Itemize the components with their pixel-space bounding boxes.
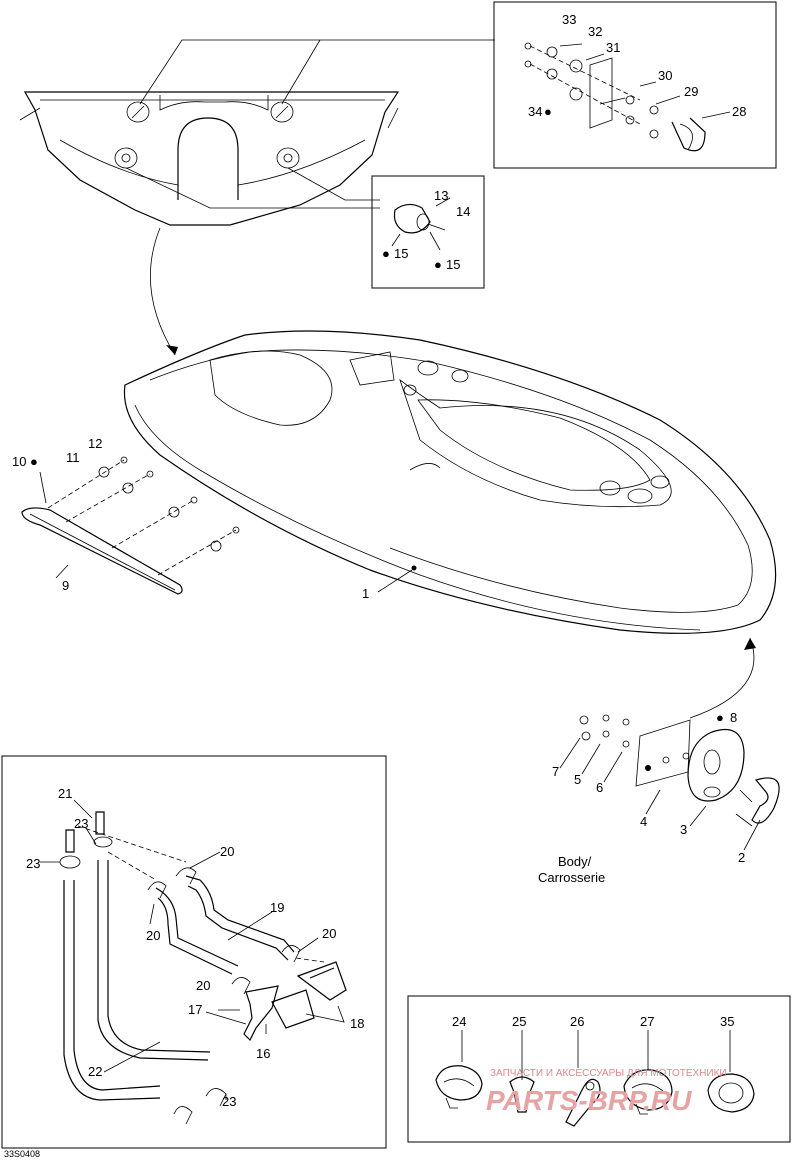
callout-24: 24 (452, 1014, 466, 1029)
callout-18: 18 (350, 1016, 364, 1031)
tow-hook-group: 8 ● 7 5 6 4 3 2 Body/ Carrosserie (538, 710, 780, 885)
callout-23c: 23 (222, 1094, 236, 1109)
callout-4: 4 (640, 814, 647, 829)
callout-30: 30 (658, 68, 672, 83)
drop-icon: ● (716, 710, 724, 725)
watermark-text: ЗАПЧАСТИ И АКСЕССУАРЫ ДЛЯ МОТОТЕХНИКИ (490, 1068, 727, 1079)
callout-27: 27 (640, 1014, 654, 1029)
callout-12: 12 (88, 436, 102, 451)
callout-34: 34 (528, 104, 542, 119)
drop-icon: ● (434, 257, 442, 272)
drop-icon: ● (30, 454, 38, 469)
callout-16: 16 (256, 1046, 270, 1061)
callout-3: 3 (680, 822, 687, 837)
callout-23b: 23 (26, 856, 40, 871)
callout-26: 26 (570, 1014, 584, 1029)
callout-2: 2 (738, 850, 745, 865)
rub-rail-group: 10 ● 11 12 9 (12, 436, 240, 595)
callout-28: 28 (732, 104, 746, 119)
watercraft-body: 1 (123, 330, 777, 719)
callout-21: 21 (58, 786, 72, 801)
detail-box-bumper-plug: 13 14 ● 15 ● 15 (371, 175, 485, 289)
callout-17: 17 (188, 1002, 202, 1017)
body-label-line2: Carrosserie (538, 870, 605, 885)
callout-35: 35 (720, 1014, 734, 1029)
callout-31: 31 (606, 40, 620, 55)
callout-10: 10 (12, 454, 26, 469)
watermark-logo: PARTS-BRP.RU (486, 1085, 692, 1116)
callout-20c: 20 (322, 926, 336, 941)
callout-32: 32 (588, 24, 602, 39)
callout-33: 33 (562, 12, 576, 27)
callout-6: 6 (596, 780, 603, 795)
callout-8: 8 (730, 710, 737, 725)
callout-15a: 15 (394, 246, 408, 261)
callout-29: 29 (684, 84, 698, 99)
callout-7: 7 (552, 764, 559, 779)
hull-underside-view (19, 39, 495, 356)
callout-20a: 20 (220, 844, 234, 859)
callout-14: 14 (456, 204, 470, 219)
drop-icon: ● (382, 246, 390, 261)
callout-20d: 20 (196, 978, 210, 993)
callout-25: 25 (512, 1014, 526, 1029)
diagram-code: 33S0408 (4, 1149, 40, 1159)
detail-box-tubing: 21 23 23 20 20 19 20 20 17 18 16 22 23 (1, 755, 387, 1149)
callout-9: 9 (62, 578, 69, 593)
callout-19: 19 (270, 900, 284, 915)
callout-20b: 20 (146, 928, 160, 943)
callout-15b: 15 (446, 257, 460, 272)
callout-22: 22 (88, 1064, 102, 1079)
callout-23a: 23 (74, 816, 88, 831)
detail-box-clamps: 24 25 26 27 35 ЗАПЧАСТИ И АКСЕССУАРЫ ДЛЯ… (407, 995, 791, 1143)
callout-5: 5 (574, 772, 581, 787)
detail-box-tow-eye: 33 32 31 30 29 28 34 ● (493, 1, 777, 169)
callout-1: 1 (362, 586, 369, 601)
callout-13: 13 (434, 188, 448, 203)
callout-11: 11 (66, 450, 80, 465)
body-label-line1: Body/ (558, 854, 592, 869)
drop-icon: ● (544, 104, 552, 119)
